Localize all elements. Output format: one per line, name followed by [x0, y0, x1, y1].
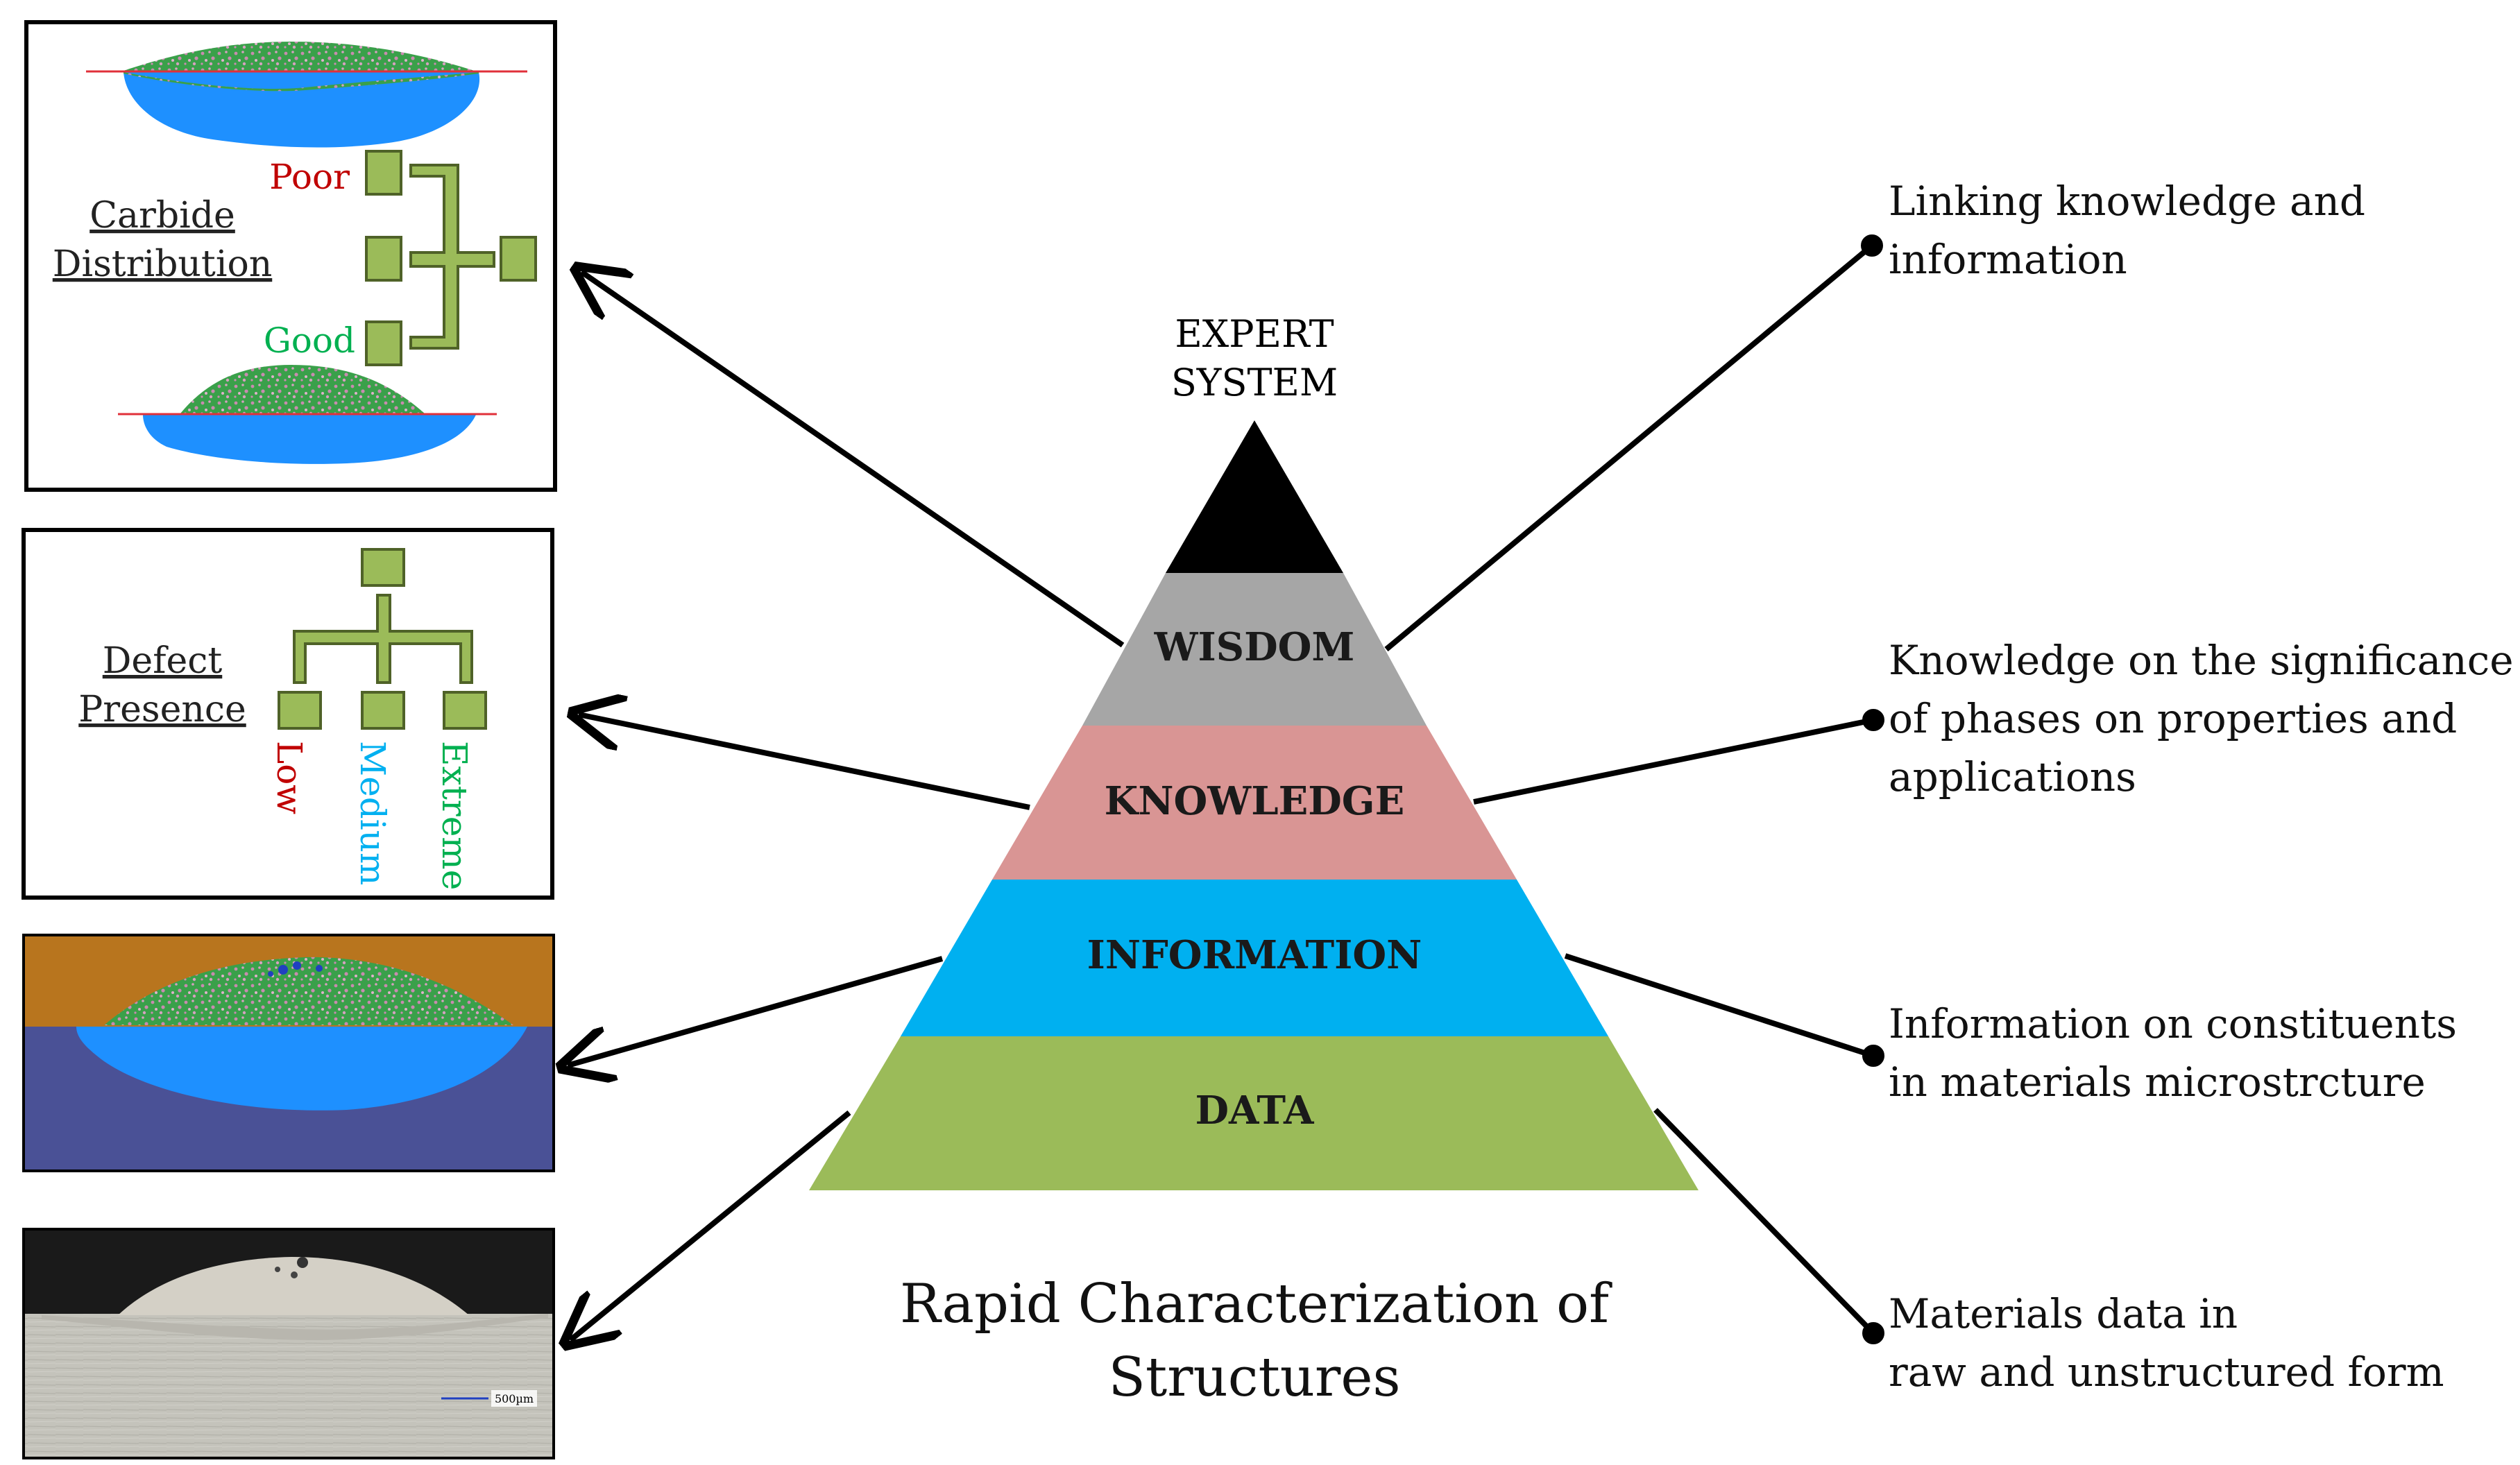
- tree-node-root: [500, 236, 537, 282]
- description-knowledge-line3: applications: [1889, 753, 2136, 800]
- description-knowledge-line2: of phases on properties and: [1889, 695, 2457, 742]
- description-expert-line2: information: [1889, 236, 2127, 283]
- poor-bead-image: [86, 42, 527, 148]
- left-arrows: [568, 272, 1125, 1340]
- defect-tree-connector: [293, 594, 473, 684]
- defect-title-line1: Defect: [103, 640, 223, 682]
- defect-node-low: [278, 691, 322, 730]
- tier-label-data: DATA: [1195, 1088, 1315, 1133]
- apex-label-line1: EXPERT: [1175, 312, 1334, 356]
- good-bead-image: [118, 365, 497, 464]
- connector-dot-knowledge: [1862, 709, 1884, 731]
- description-knowledge-line1: Knowledge on the significance: [1889, 637, 2514, 684]
- right-connectors: [1384, 234, 1884, 1344]
- connector-information-right: [1564, 953, 1875, 1059]
- carbide-title-line2: Distribution: [53, 243, 273, 285]
- arrow-to-segmented-panel: [568, 956, 944, 1065]
- diagram-title-line1: Rapid Characterization of: [900, 1273, 1612, 1335]
- tree-node-mid: [365, 236, 402, 282]
- pyramid-tier-knowledge: [992, 726, 1517, 880]
- diagram-title-line2: Structures: [1108, 1346, 1400, 1409]
- description-data-line1: Materials data in: [1889, 1290, 2238, 1337]
- description-data-line2: raw and unstructured form: [1889, 1348, 2444, 1396]
- pyramid-tier-information: [901, 880, 1608, 1036]
- description-information-line2: in materials microstrcture: [1889, 1059, 2426, 1106]
- pyramid-apex-expert-system: [1166, 420, 1343, 573]
- defect-presence-panel: Defect Presence Low Medium Extreme: [22, 528, 554, 900]
- defect-node-root: [361, 548, 405, 587]
- connector-dot-information: [1862, 1045, 1884, 1067]
- connector-dot-expert: [1861, 234, 1883, 257]
- arrow-to-defect-panel: [579, 714, 1030, 810]
- pyramid-tier-data: [809, 1036, 1699, 1190]
- defect-node-extreme: [443, 691, 487, 730]
- pyramid-tier-wisdom: [1082, 573, 1427, 726]
- arrow-to-carbide-panel: [581, 272, 1125, 648]
- tree-connector: [409, 164, 495, 350]
- connector-wisdom-right: [1384, 243, 1874, 652]
- connector-dot-data: [1862, 1322, 1884, 1344]
- defect-node-medium: [361, 691, 405, 730]
- defect-medium-label: Medium: [352, 741, 393, 885]
- description-expert-line1: Linking knowledge and: [1889, 178, 2365, 225]
- tier-label-wisdom: WISDOM: [1154, 624, 1355, 670]
- tier-label-knowledge: KNOWLEDGE: [1105, 778, 1405, 824]
- defect-low-label: Low: [269, 741, 309, 814]
- description-information-line1: Information on constituents: [1889, 1000, 2457, 1047]
- carbide-title-line1: Carbide: [90, 195, 235, 237]
- tree-node-poor: [365, 150, 402, 196]
- pyramid: EXPERT SYSTEM WISDOM KNOWLEDGE INFORMATI…: [809, 312, 1699, 1190]
- good-label: Good: [264, 320, 355, 361]
- scale-bar-label: 500µm: [495, 1392, 534, 1405]
- tree-node-good: [365, 320, 402, 366]
- defect-extreme-label: Extreme: [434, 741, 475, 890]
- arrow-to-micrograph-panel: [570, 1110, 851, 1340]
- apex-label-line2: SYSTEM: [1171, 361, 1338, 404]
- optical-micrograph-panel: 500µm: [22, 1228, 555, 1459]
- connector-knowledge-right: [1473, 717, 1874, 805]
- connector-data-right: [1653, 1108, 1875, 1335]
- carbide-tree: [365, 150, 537, 366]
- right-descriptions: Linking knowledge and information Knowle…: [1889, 178, 2514, 1396]
- defect-tree: [278, 548, 487, 730]
- poor-label: Poor: [269, 157, 350, 197]
- carbide-distribution-panel: Carbide Distribution Poor Good: [24, 20, 557, 492]
- defect-title-line2: Presence: [78, 689, 246, 730]
- segmented-micrograph-panel: [22, 934, 555, 1172]
- tier-label-information: INFORMATION: [1087, 932, 1422, 978]
